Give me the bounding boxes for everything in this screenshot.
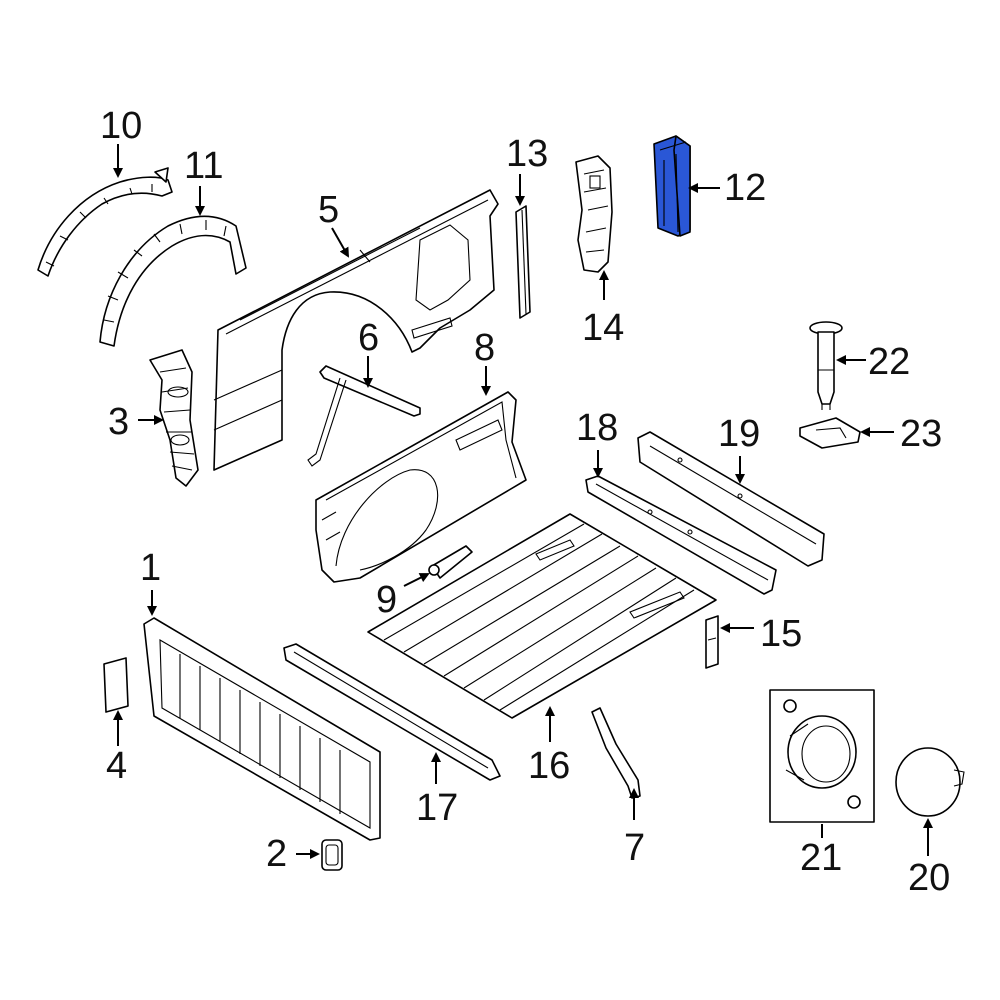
part-7-tube[interactable] [591, 707, 641, 799]
callout-11[interactable]: 11 [184, 145, 223, 187]
part-5-bed-side-panel[interactable] [213, 189, 499, 471]
leader-arrows [113, 144, 933, 859]
part-1-tailgate[interactable] [143, 617, 381, 841]
part-23-plate-bracket[interactable] [799, 417, 861, 449]
callout-1[interactable]: 1 [140, 547, 161, 589]
callout-8[interactable]: 8 [474, 327, 495, 369]
part-15-small-plate[interactable] [705, 615, 719, 669]
part-4-small-panel[interactable] [103, 657, 129, 713]
part-10-wheel-arch-trim[interactable] [37, 167, 173, 277]
callout-20[interactable]: 20 [908, 857, 950, 899]
callout-5[interactable]: 5 [318, 189, 339, 231]
callout-22[interactable]: 22 [868, 341, 910, 383]
part-8-inner-panel[interactable] [315, 391, 527, 583]
part-16-bed-floor[interactable] [367, 513, 717, 719]
part-3-corner-bracket[interactable] [149, 349, 199, 487]
part-11-wheel-liner[interactable] [99, 215, 247, 347]
callout-17[interactable]: 17 [416, 787, 458, 829]
callout-2[interactable]: 2 [266, 833, 287, 875]
callout-13[interactable]: 13 [506, 133, 548, 175]
part-12-highlighted-pillar[interactable] [653, 135, 691, 237]
callout-7[interactable]: 7 [624, 827, 645, 869]
part-2-plug[interactable] [321, 839, 343, 871]
callout-21[interactable]: 21 [800, 837, 842, 879]
callout-3[interactable]: 3 [108, 401, 129, 443]
callout-12[interactable]: 12 [724, 167, 766, 209]
callout-labels: 1 2 3 4 5 6 7 8 9 10 11 12 13 14 15 16 1… [100, 105, 950, 899]
part-20-fuel-cap[interactable] [895, 747, 965, 817]
callout-19[interactable]: 19 [718, 413, 760, 455]
part-19-cross-member[interactable] [637, 431, 825, 567]
part-13-vertical-strip[interactable] [515, 205, 531, 319]
part-14-pillar-panel[interactable] [575, 155, 613, 273]
callout-14[interactable]: 14 [582, 307, 624, 349]
callout-23[interactable]: 23 [900, 413, 942, 455]
callout-18[interactable]: 18 [576, 407, 618, 449]
part-21-fuel-door-housing[interactable] [769, 689, 875, 823]
part-22-bolt[interactable] [809, 321, 843, 410]
callout-6[interactable]: 6 [358, 317, 379, 359]
part-6-support-rod[interactable] [307, 365, 421, 467]
part-17-rail[interactable] [283, 643, 501, 781]
callout-16[interactable]: 16 [528, 745, 570, 787]
callout-9[interactable]: 9 [376, 579, 397, 621]
part-9-bracket[interactable] [428, 545, 473, 579]
callout-15[interactable]: 15 [760, 613, 802, 655]
callout-10[interactable]: 10 [100, 105, 142, 147]
callout-4[interactable]: 4 [106, 745, 127, 787]
